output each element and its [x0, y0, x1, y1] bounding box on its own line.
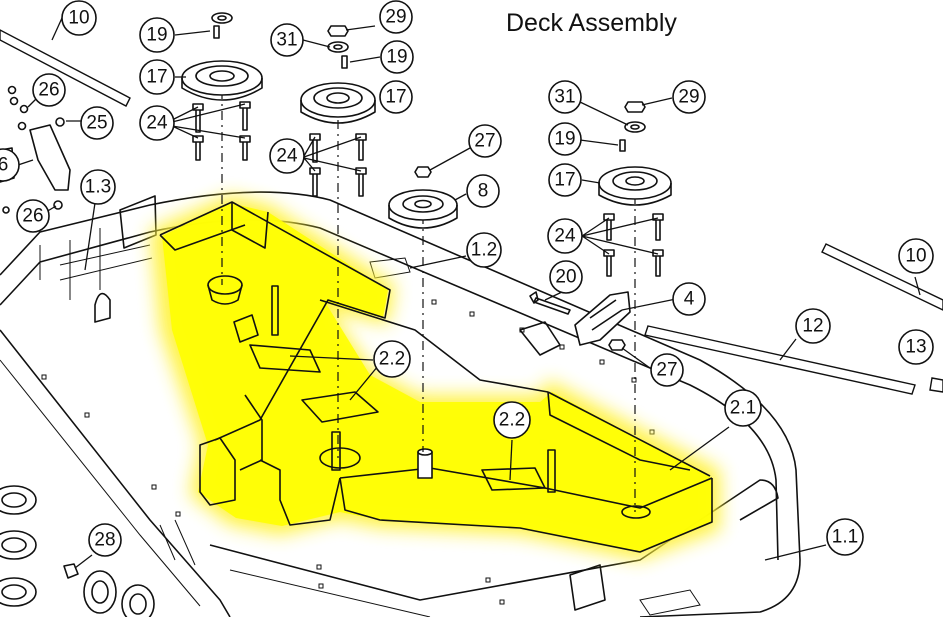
callout-29-center: 29: [379, 0, 413, 34]
callout-label: 12: [802, 316, 823, 337]
callout-label: 29: [385, 7, 406, 28]
callout-label: 31: [554, 87, 575, 108]
pulley-17-left: [181, 60, 263, 101]
pulley-17-right: [598, 166, 672, 206]
callout-29-right: 29: [672, 80, 706, 114]
callout-label: 1.3: [85, 177, 111, 198]
assembly-centerlines: [221, 90, 636, 512]
callout-19-left: 19: [139, 17, 175, 53]
callout-label: 24: [276, 146, 298, 167]
callout-24-left: 24: [139, 105, 175, 141]
callout-2-2-upper: 2.2: [373, 340, 411, 378]
callout-17-right: 17: [548, 163, 582, 197]
callout-label: 2.2: [379, 349, 405, 370]
callout-17-center: 17: [379, 80, 413, 114]
callout-19-center: 19: [380, 40, 414, 74]
callout-label: 10: [905, 246, 926, 267]
callout-label: 19: [146, 25, 167, 46]
callout-31-center: 31: [270, 23, 304, 57]
callout-label: 2.2: [499, 410, 525, 431]
callout-19-right: 19: [548, 122, 582, 156]
callout-2-1: 2.1: [724, 389, 762, 427]
callout-20: 20: [549, 260, 583, 294]
callout-label: 17: [146, 67, 167, 88]
diagram-title: Deck Assembly: [506, 9, 677, 37]
highlight-fill: [162, 203, 712, 552]
callout-label: 28: [94, 530, 115, 551]
callout-27-center: 27: [468, 124, 502, 158]
callout-1-2: 1.2: [466, 232, 502, 268]
callout-1-3: 1.3: [80, 169, 116, 205]
callout-label: 17: [554, 170, 575, 191]
callout-label: 6: [0, 155, 8, 176]
leader-lines: [17, 17, 921, 569]
callout-label: 31: [276, 30, 297, 51]
callout-10-top: 10: [61, 0, 97, 36]
callout-label: 24: [554, 226, 576, 247]
callout-label: 10: [68, 8, 89, 29]
callout-31-right: 31: [548, 80, 582, 114]
callout-label: 27: [474, 131, 495, 152]
callout-label: 26: [22, 206, 43, 227]
callout-24-center: 24: [269, 138, 305, 174]
bolts-24: [192, 101, 664, 315]
callout-label: 17: [385, 87, 406, 108]
pulley-8-idler: [388, 189, 458, 229]
callout-label: 27: [656, 360, 677, 381]
callout-13: 13: [898, 329, 934, 365]
callout-6: 6: [0, 148, 20, 182]
callout-label: 25: [86, 113, 107, 134]
callout-label: 4: [684, 289, 695, 310]
callout-label: 1.1: [832, 527, 858, 548]
callout-17-left: 17: [139, 59, 175, 95]
callout-26-upper: 26: [32, 73, 66, 107]
callout-2-2-lower: 2.2: [493, 401, 531, 439]
callout-label: 19: [386, 47, 407, 68]
callout-label: 8: [478, 181, 489, 202]
callout-26-lower: 26: [16, 199, 50, 233]
callout-label: 13: [905, 337, 926, 358]
spindle-parts: [0, 485, 155, 617]
callout-27-right: 27: [650, 353, 684, 387]
callout-4: 4: [672, 282, 706, 316]
callout-25: 25: [80, 106, 114, 140]
callout-label: 20: [555, 267, 576, 288]
highlighted-baffle: [150, 195, 720, 560]
callout-label: 26: [38, 80, 59, 101]
callout-28: 28: [88, 523, 122, 557]
callout-label: 29: [678, 87, 699, 108]
callout-12: 12: [795, 308, 831, 344]
pulley-17-center: [300, 82, 376, 124]
callout-24-right: 24: [547, 218, 583, 254]
callout-10-right: 10: [898, 238, 934, 274]
callout-8: 8: [466, 174, 500, 208]
callout-label: 2.1: [730, 398, 756, 419]
hardware-small-parts: [2, 12, 646, 351]
callout-label: 24: [146, 113, 168, 134]
brackets: [0, 124, 631, 356]
callout-label: 19: [554, 129, 575, 150]
callout-1-1: 1.1: [826, 518, 864, 556]
callout-label: 1.2: [471, 240, 497, 261]
